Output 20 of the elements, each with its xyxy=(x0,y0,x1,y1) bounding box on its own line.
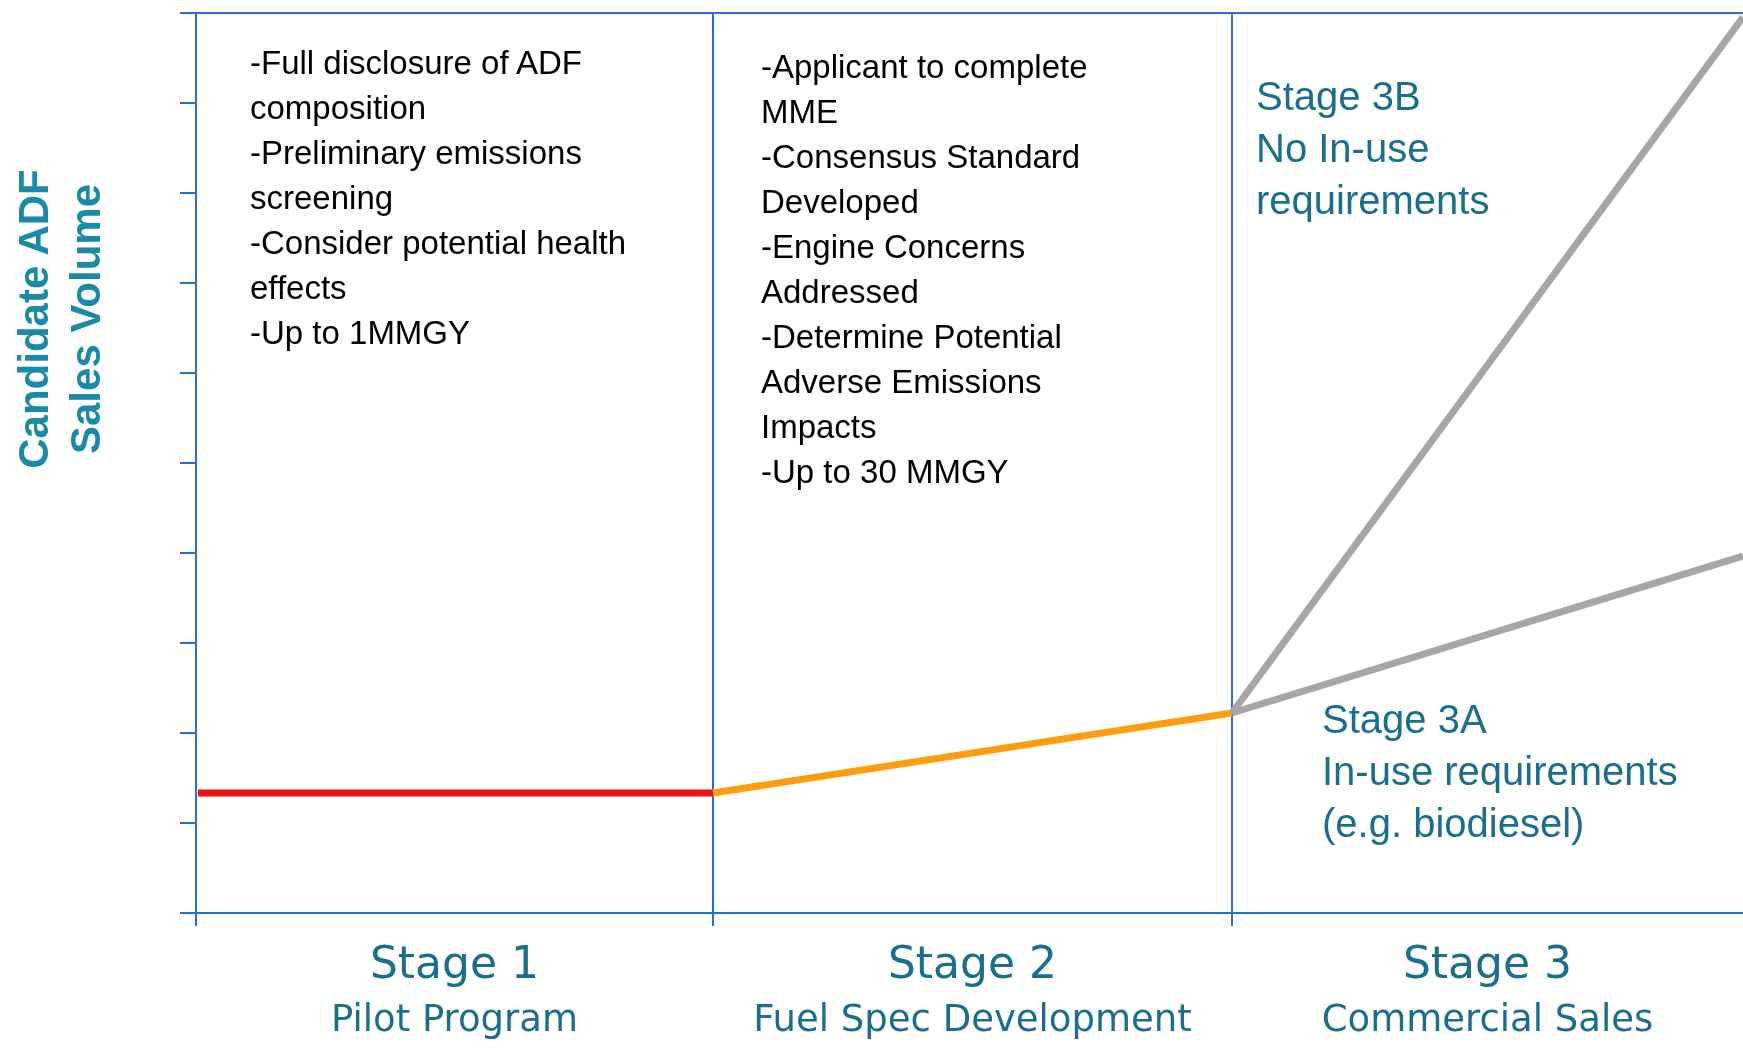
stage-label: Stage 1 xyxy=(368,940,541,985)
axis-title: Candidate ADF Sales Volume xyxy=(9,168,110,471)
stage-label: Stage 2 xyxy=(886,940,1059,985)
stage-subtitle: Fuel Spec Development xyxy=(752,996,1193,1041)
requirement-text: -Preliminary emissions screening xyxy=(250,133,583,218)
requirement-text: -Up to 1MMGY xyxy=(250,313,472,353)
requirement-text: -Full disclosure of ADF composition xyxy=(250,43,583,128)
requirement-text: -Consensus Standard Developed xyxy=(761,137,1082,222)
requirement-text: -Determine Potential Adverse Emissions Impacts xyxy=(761,317,1063,447)
stage-subtitle: Commercial Sales xyxy=(1320,996,1655,1041)
requirement-text: -Consider potential health effects xyxy=(250,223,628,308)
stage-subtitle: Pilot Program xyxy=(329,996,580,1041)
stage-heading: Stage 3A xyxy=(1322,696,1488,743)
stage-description: In-use requirements (e.g. biodiesel) xyxy=(1322,748,1679,847)
stage-heading: Stage 3B xyxy=(1256,73,1422,120)
requirement-text: -Applicant to complete MME xyxy=(761,47,1089,132)
stage-description: No In-use requirements xyxy=(1256,125,1491,224)
stage-label: Stage 3 xyxy=(1401,940,1574,985)
requirement-text: -Engine Concerns Addressed xyxy=(761,227,1027,312)
requirement-text: -Up to 30 MMGY xyxy=(761,452,1010,492)
